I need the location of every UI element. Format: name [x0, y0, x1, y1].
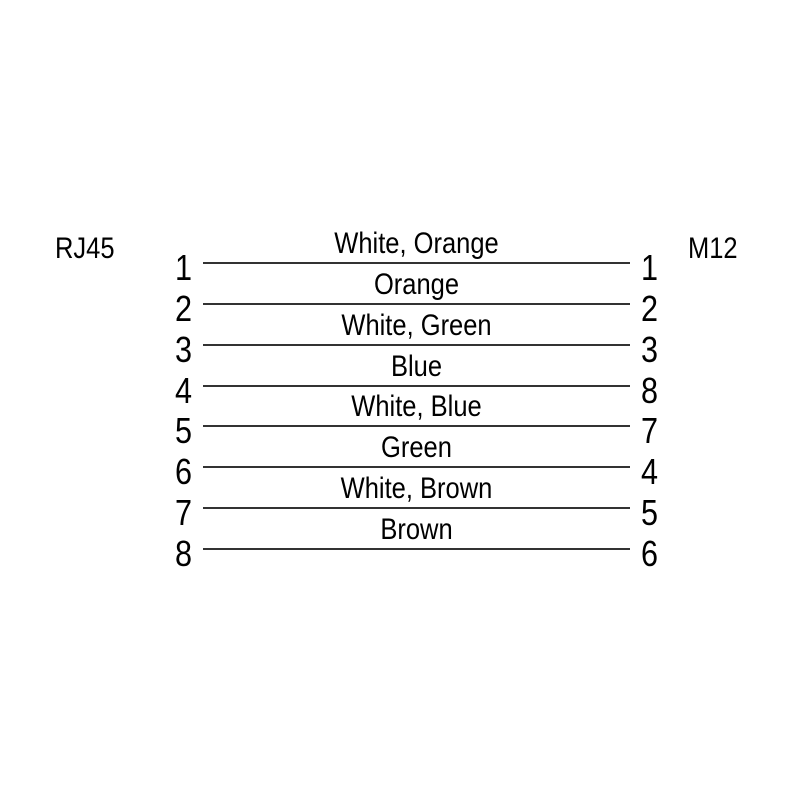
- pin-number-rj45: 6: [174, 451, 192, 492]
- pin-number-rj45: 8: [174, 533, 192, 574]
- wire-color-label: White, Blue: [351, 390, 482, 423]
- wire-line: [203, 344, 630, 346]
- wire-line: [203, 548, 630, 550]
- wire-color-label: Blue: [390, 350, 443, 383]
- wire-line: [203, 425, 630, 427]
- pin-number-rj45: 3: [174, 329, 192, 370]
- pin-number-m12: 8: [641, 370, 659, 411]
- pin-number-m12: 4: [641, 451, 659, 492]
- pin-number-m12: 2: [641, 288, 659, 329]
- pin-number-rj45: 2: [174, 288, 192, 329]
- wire-color-label: Green: [381, 431, 452, 464]
- wire-line: [203, 303, 630, 305]
- wire-color-label: Brown: [380, 513, 453, 546]
- wire-line: [203, 385, 630, 387]
- connector-label-m12: M12: [688, 232, 738, 265]
- pin-number-m12: 7: [641, 410, 659, 451]
- pin-number-rj45: 1: [174, 247, 192, 288]
- wire-color-label: Orange: [373, 268, 460, 301]
- pin-number-rj45: 4: [174, 370, 192, 411]
- wire-line: [203, 262, 630, 264]
- pin-number-m12: 1: [641, 247, 659, 288]
- connector-label-rj45: RJ45: [55, 232, 115, 265]
- wire-line: [203, 466, 630, 468]
- pin-number-m12: 6: [641, 533, 659, 574]
- wire-color-label: White, Orange: [334, 227, 499, 260]
- pin-number-rj45: 5: [174, 410, 192, 451]
- wire-line: [203, 507, 630, 509]
- wire-color-label: White, Green: [341, 309, 492, 342]
- pin-number-rj45: 7: [174, 492, 192, 533]
- pin-number-m12: 5: [641, 492, 659, 533]
- wire-color-label: White, Brown: [340, 472, 493, 505]
- pin-number-m12: 3: [641, 329, 659, 370]
